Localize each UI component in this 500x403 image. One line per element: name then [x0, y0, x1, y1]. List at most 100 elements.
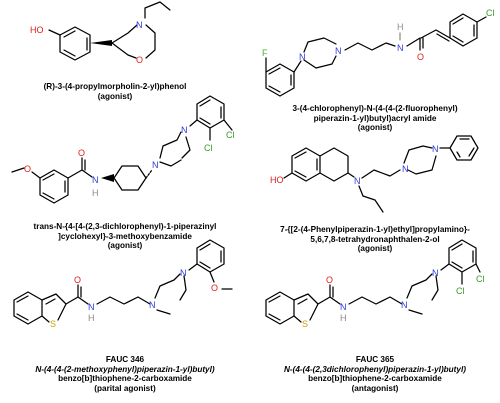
c4-n2-label: N	[432, 144, 439, 154]
c3-cyclohexane-ring	[113, 165, 147, 191]
c4-n1-label: N	[402, 164, 409, 174]
c6-amide-n-label: N	[340, 302, 347, 312]
caption-line: (agonist)	[97, 91, 133, 101]
c2-chlorine-label: Cl	[486, 8, 495, 18]
c6-sulfur-label: S	[302, 319, 308, 329]
c4-piperazine-ring	[403, 145, 437, 175]
c3-chlorine-label-2: Cl	[204, 143, 213, 153]
c2-carbonyl	[406, 37, 424, 51]
structure-compound-5: S O N H N N O	[13, 239, 233, 329]
structure-compound-2: F N N N H O Cl	[262, 8, 495, 97]
c6-dichlorophenyl-ring	[448, 239, 477, 273]
c4-saturated-ring	[319, 147, 349, 182]
caption-line: 3-(4-chlorophenyl)-N-(4-(4-(2-fluorophen…	[292, 104, 458, 113]
c3-n2-label: N	[181, 125, 188, 135]
c3-methoxy-o-label: O	[24, 164, 31, 174]
c5-methoxy-o-label: O	[211, 283, 218, 293]
c4-phenyl-ring	[449, 135, 479, 161]
caption-compound-1: (R)-3-(4-propylmorpholin-2-yl)phenol (ag…	[0, 82, 230, 101]
c5-methoxyphenyl-ring	[196, 239, 225, 273]
caption-compound-6: FAUC 365 N-(4-(4-(2,3dichlorophenyl)pipe…	[250, 355, 500, 393]
c5-carbonyl	[65, 284, 82, 305]
c6-n2-label: N	[432, 268, 439, 278]
c3-wedge-1	[101, 174, 114, 182]
caption-compound-3: trans-N-{4-[4-(2,3-dichlorophenyl)-1-pip…	[0, 222, 250, 251]
c4-bond-n	[347, 172, 355, 178]
c5-benzothiophene-benzo-ring	[13, 291, 43, 325]
caption-line: 7-{[2-(4-Phenylpiperazin-1-yl)ethyl]prop…	[280, 225, 470, 234]
c4-hydroxyl-label: HO	[270, 175, 284, 185]
c3-dichlorophenyl-ring	[196, 95, 225, 129]
c6-benzothiophene-benzo-ring	[265, 291, 295, 325]
caption-line: (parital agonist)	[94, 383, 156, 393]
c6-piperazine-ring	[406, 273, 439, 315]
caption-line: piperazin-1-yl)butyl)acryl amide	[313, 113, 437, 123]
c2-fluorine-label: F	[262, 48, 268, 58]
c1-oxygen-label: O	[136, 55, 143, 65]
caption-line: 5,6,7,8-tetrahydronaphthalen-2-ol	[310, 234, 440, 244]
	[361, 169, 401, 179]
c6-n1-label: N	[401, 300, 408, 310]
c2-chlorophenyl-ring	[449, 13, 478, 47]
c2-amide-n-label: N	[397, 43, 404, 53]
c2-piperazine-ring	[303, 37, 337, 69]
c2-fluorophenyl-ring	[265, 63, 295, 97]
c6-butyl-chain	[348, 296, 403, 305]
c3-chlorine-label-1: Cl	[226, 130, 235, 140]
c5-bond-aryl	[188, 263, 198, 271]
c5-n2-label: N	[180, 268, 187, 278]
c3-bond-ome	[31, 171, 41, 179]
caption-line: ]cyclohexyl}-3-methoxybenzamide	[58, 231, 192, 241]
c4-amine-n-label: N	[354, 176, 361, 186]
c5-oxygen-label: O	[74, 275, 81, 285]
c1-bond-oh	[48, 29, 61, 36]
c6-chlorine-label-2: Cl	[456, 286, 465, 296]
c3-piperazine-ring	[159, 131, 191, 167]
c3-amide-n-label: N	[92, 175, 99, 185]
c3-n1-label: N	[152, 160, 159, 170]
caption-line: (agonist)	[357, 123, 393, 133]
c4-propyl-chain	[358, 185, 384, 213]
c6-bond-aryl	[440, 263, 450, 271]
c3-hashed-bond	[145, 169, 153, 179]
c6-chlorine-label-1: Cl	[476, 274, 485, 284]
c1-stereo-wedge	[90, 40, 112, 46]
caption-line: (R)-3-(4-propylmorpholin-2-yl)phenol	[43, 82, 187, 91]
caption-line: N-(4-(4-(2,3dichlorophenyl)piperazin-1-y…	[284, 364, 466, 374]
caption-compound-2: 3-(4-chlorophenyl)-N-(4-(4-(2-fluorophen…	[250, 104, 500, 133]
c3-carbonyl	[67, 157, 86, 179]
c1-nitrogen-label: N	[136, 20, 143, 30]
c2-bond-cl	[476, 16, 487, 23]
caption-compound-4: 7-{[2-(4-Phenylpiperazin-1-yl)ethyl]prop…	[250, 225, 500, 254]
c3-methoxyphenyl-ring	[39, 169, 69, 204]
c5-sulfur-label: S	[50, 319, 56, 329]
c6-amide-h-label: H	[340, 313, 347, 323]
c5-amide-n-label: N	[88, 302, 95, 312]
c2-bond-pip	[293, 60, 302, 73]
c3-methyl	[11, 167, 25, 173]
caption-line: FAUC 346	[105, 355, 145, 364]
c6-oxygen-label: O	[326, 275, 333, 285]
c2-amide-h-label: H	[397, 22, 404, 32]
c1-benzene-ring	[59, 26, 91, 61]
c5-bond-amide	[77, 296, 89, 305]
c1-propyl-chain	[144, 1, 171, 19]
c3-bond-cl1	[223, 119, 233, 131]
caption-line: benzo[b]thiophene-2-carboxamide	[58, 374, 192, 384]
c5-amide-h-label: H	[88, 313, 95, 323]
caption-line: N-(4-(4-(2-methoxyphenyl)piperazin-1-yl)…	[35, 364, 215, 374]
c1-hydroxyl-label: HO	[30, 25, 44, 35]
c3-bond-amide	[81, 169, 93, 178]
structure-compound-1: HO N O	[30, 1, 171, 65]
c2-butyl-chain	[344, 42, 396, 51]
caption-line: (agonist)	[357, 244, 393, 254]
c6-bond-cl1	[475, 263, 481, 273]
c4-aromatic-ring	[291, 147, 321, 182]
c4-bond-oh	[283, 172, 293, 179]
caption-compound-5: FAUC 346 N-(4-(4-(2-methoxyphenyl)pipera…	[0, 355, 250, 393]
c2-n1-label: N	[299, 52, 306, 62]
c2-oxygen-label: O	[417, 52, 424, 62]
c2-vinyl	[420, 29, 451, 42]
